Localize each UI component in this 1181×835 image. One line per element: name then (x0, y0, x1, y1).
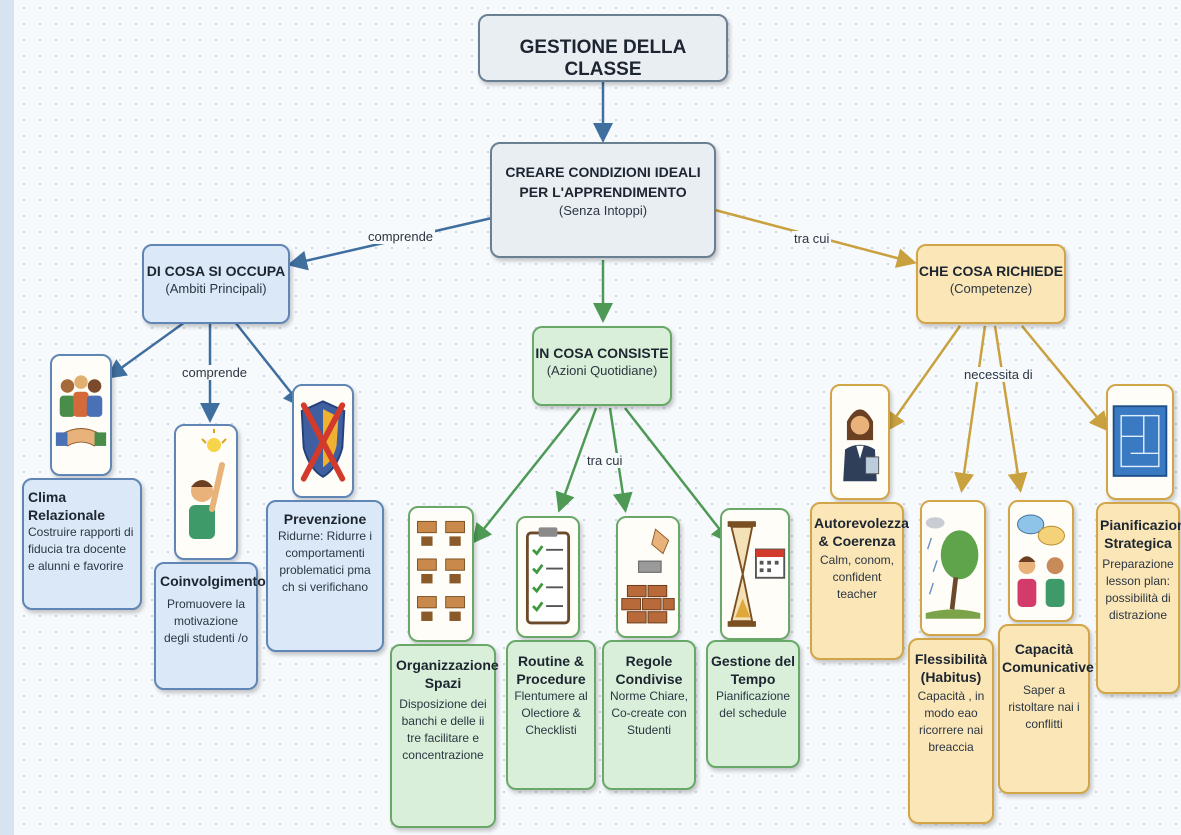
arrow-right-auto (885, 325, 962, 433)
center-subtitle: (Senza Intoppi) (558, 203, 648, 218)
card-regole-condivise[interactable]: Regole Condivise Norme Chiare, Co-create… (602, 640, 696, 790)
right-branch-title: CHE COSA RICHIEDE (918, 263, 1064, 279)
middle-branch-title: IN COSA CONSISTE (535, 345, 669, 361)
link-label-comprende: comprende (366, 229, 436, 244)
arrow-mid-spazi (471, 407, 581, 544)
card-pianificazione-text: Preparazione lesson plan: possibilità di… (1102, 557, 1174, 622)
left-branch-subtitle: (Ambiti Principali) (165, 281, 267, 296)
tree-in-wind-icon (920, 500, 986, 636)
card-autorevolezza-title: Autorevolezza & Coerenza (814, 515, 909, 549)
card-routine-title: Routine & Procedure (516, 653, 586, 687)
card-clima-text: Costruire rapporti di fiducia tra docent… (28, 525, 134, 573)
left-branch-title: DI COSA SI OCCUPA (146, 263, 286, 279)
card-tempo-text: Pianificazione del schedule (715, 689, 791, 720)
card-organizzazione-spazi[interactable]: Organizzazione Spazi Disposizione dei ba… (390, 644, 499, 828)
card-capacita-comunicative[interactable]: Capacità Comunicative Saper a ristoltare… (998, 624, 1094, 794)
arrow-left-clima (105, 320, 186, 379)
card-clima-title: Clima Relazionale (28, 489, 106, 523)
center-node[interactable]: CREARE CONDIZIONI IDEALI PER L'APPRENDIM… (490, 142, 716, 258)
middle-branch-subtitle: (Azioni Quotidiane) (546, 363, 658, 378)
arrow-left-prev (234, 321, 304, 408)
right-branch-subtitle: (Competenze) (949, 281, 1033, 296)
hourglass-calendar-icon (720, 508, 790, 640)
arrow-mid-tempo (624, 407, 732, 544)
card-flessibilita[interactable]: Flessibilità (Habitus) Capacità , in mod… (908, 638, 994, 824)
arrow-right-comun (993, 325, 1028, 493)
handshake-group-icon (50, 354, 112, 476)
card-flessibilita-title: Flessibilità (Habitus) (914, 651, 988, 685)
card-gestione-tempo[interactable]: Gestione del Tempo Pianificazione del sc… (706, 640, 800, 768)
root-node[interactable]: GESTIONE DELLA CLASSE (478, 14, 728, 82)
arrow-right-pian (1021, 325, 1110, 432)
card-flessibilita-text: Capacità , in modo eao ricorrere nai bre… (917, 689, 985, 754)
blueprint-icon (1106, 384, 1174, 500)
arrow-mid-routine (555, 407, 598, 513)
desks-icon (408, 506, 474, 642)
card-prevenzione-text: Ridurne: Ridurre i comportamenti problem… (277, 529, 373, 594)
student-raising-hand-icon (174, 424, 238, 560)
card-regole-title: Regole Condivise (615, 653, 683, 687)
link-label-comprende-2: comprende (180, 365, 250, 380)
left-edge-band (0, 0, 14, 835)
bricks-icon (616, 516, 680, 638)
card-coinvolgimento-title: Coinvolgimento (160, 573, 266, 589)
link-label-necessita: necessita di (962, 367, 1035, 382)
checklist-icon (516, 516, 580, 638)
card-comunicative-title: Capacità Comunicative (1002, 641, 1094, 675)
root-title: GESTIONE DELLA CLASSE (519, 37, 687, 80)
center-title: CREARE CONDIZIONI IDEALI PER L'APPRENDIM… (505, 164, 701, 200)
arrow-right-fless (954, 325, 987, 493)
card-prevenzione[interactable]: Prevenzione Ridurne: Ridurre i comportam… (266, 500, 384, 652)
card-coinvolgimento-text: Promuovere la motivazione degli studenti… (163, 597, 249, 645)
card-regole-text: Norme Chiare, Co-create con Studenti (609, 689, 689, 737)
link-label-tra-cui: tra cui (792, 231, 832, 246)
card-tempo-title: Gestione del Tempo (710, 653, 796, 687)
card-spazi-text: Disposizione dei banchi e delle ii tre f… (399, 697, 487, 762)
card-routine-procedure[interactable]: Routine & Procedure Flentumere al Olecti… (506, 640, 596, 790)
card-comunicative-text: Saper a ristoltare nai i conflitti (1008, 683, 1080, 731)
middle-branch-node[interactable]: IN COSA CONSISTE (Azioni Quotidiane) (532, 326, 672, 406)
card-pianificazione[interactable]: Pianificazione Strategica Preparazione l… (1096, 502, 1181, 694)
card-spazi-title: Organizzazione Spazi (396, 657, 499, 691)
shield-cross-icon (292, 384, 354, 498)
right-branch-node[interactable]: CHE COSA RICHIEDE (Competenze) (916, 244, 1066, 324)
link-label-tra-cui-2: tra cui (585, 453, 625, 468)
card-prevenzione-title: Prevenzione (283, 511, 367, 527)
teacher-icon (830, 384, 890, 500)
card-pianificazione-title: Pianificazione Strategica (1100, 517, 1181, 551)
card-clima-relazionale[interactable]: Clima Relazionale Costruire rapporti di … (22, 478, 142, 610)
card-routine-text: Flentumere al Olectiore & Checklisti (514, 689, 588, 737)
conversation-icon (1008, 500, 1074, 622)
card-coinvolgimento[interactable]: Coinvolgimento Promuovere la motivazione… (154, 562, 266, 690)
left-branch-node[interactable]: DI COSA SI OCCUPA (Ambiti Principali) (142, 244, 290, 324)
card-autorevolezza-text: Calm, conom, confident teacher (819, 553, 895, 601)
card-autorevolezza[interactable]: Autorevolezza & Coerenza Calm, conom, co… (810, 502, 909, 660)
